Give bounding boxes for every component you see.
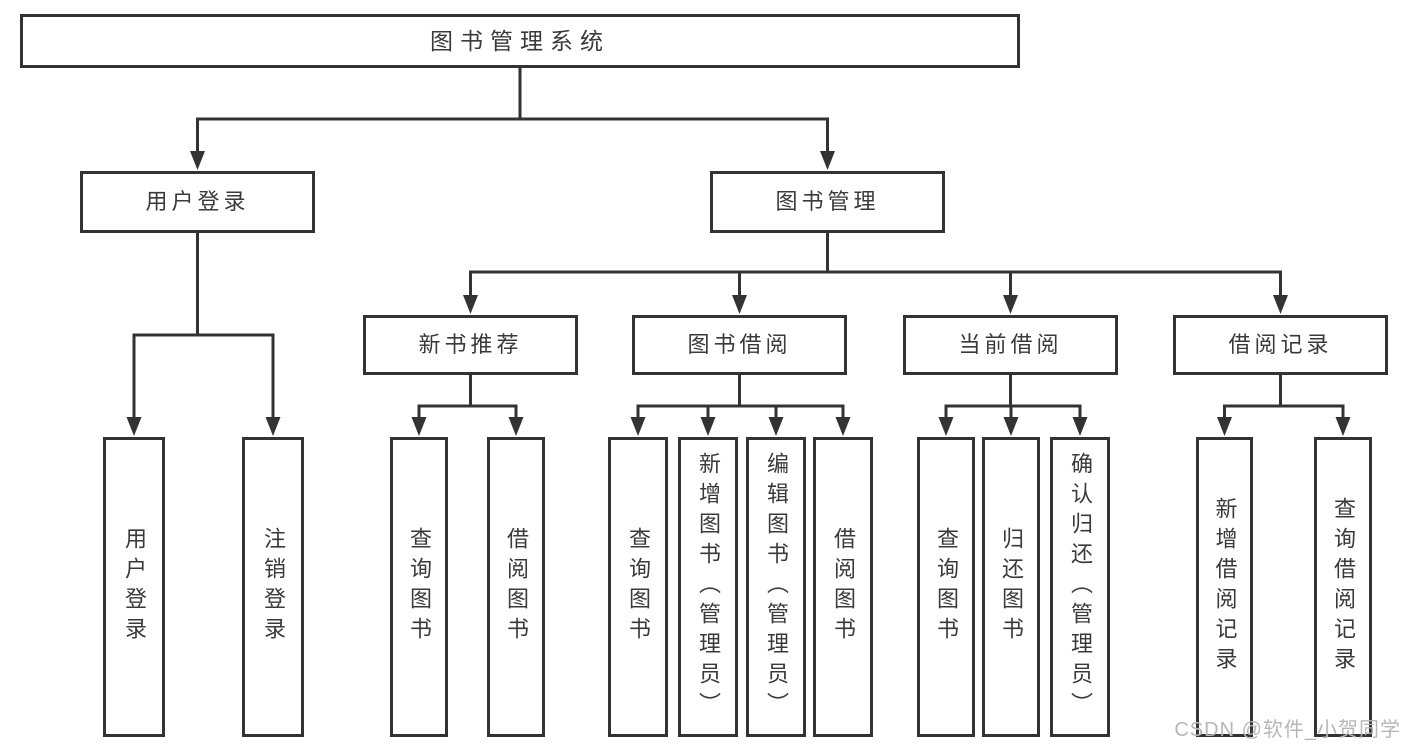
node-current-borrowing: 当前借阅 — [903, 315, 1118, 375]
connector-current-borrow-branch — [944, 373, 1082, 420]
leaf-query-books-borrow: 查询图书 — [608, 437, 668, 737]
node-user-login: 用户登录 — [80, 171, 315, 233]
leaf-borrow-books-recommend: 借阅图书 — [487, 437, 545, 737]
node-library-system: 图书管理系统 — [20, 14, 1020, 68]
leaf-user-login: 用户登录 — [103, 437, 165, 737]
leaf-logout: 注销登录 — [242, 437, 304, 737]
leaf-query-books-current: 查询图书 — [917, 437, 975, 737]
leaf-query-books-recommend: 查询图书 — [390, 437, 448, 737]
leaf-edit-book-admin: 编辑图书（管理员） — [746, 437, 806, 737]
connector-new-books-branch — [417, 373, 518, 420]
connector-user-login-branch — [132, 231, 275, 420]
node-new-book-recommend: 新书推荐 — [363, 315, 578, 375]
node-book-management: 图书管理 — [710, 171, 945, 233]
node-borrowing-records: 借阅记录 — [1173, 315, 1388, 375]
connector-book-mgmt-branch — [469, 231, 1282, 298]
leaf-confirm-return-admin: 确认归还（管理员） — [1050, 437, 1110, 737]
leaf-borrow-books: 借阅图书 — [813, 437, 873, 737]
connector-records-branch — [1223, 373, 1345, 420]
leaf-query-borrow-record: 查询借阅记录 — [1314, 437, 1372, 737]
leaf-add-book-admin: 新增图书（管理员） — [678, 437, 738, 737]
connector-root-branch — [196, 66, 829, 154]
node-book-borrowing: 图书借阅 — [632, 315, 847, 375]
watermark: CSDN @软件_小贺同学 — [1174, 719, 1401, 741]
leaf-return-books: 归还图书 — [982, 437, 1040, 737]
connector-book-borrow-branch — [636, 373, 845, 420]
leaf-add-borrow-record: 新增借阅记录 — [1196, 437, 1253, 737]
arrowheads — [126, 151, 1351, 436]
